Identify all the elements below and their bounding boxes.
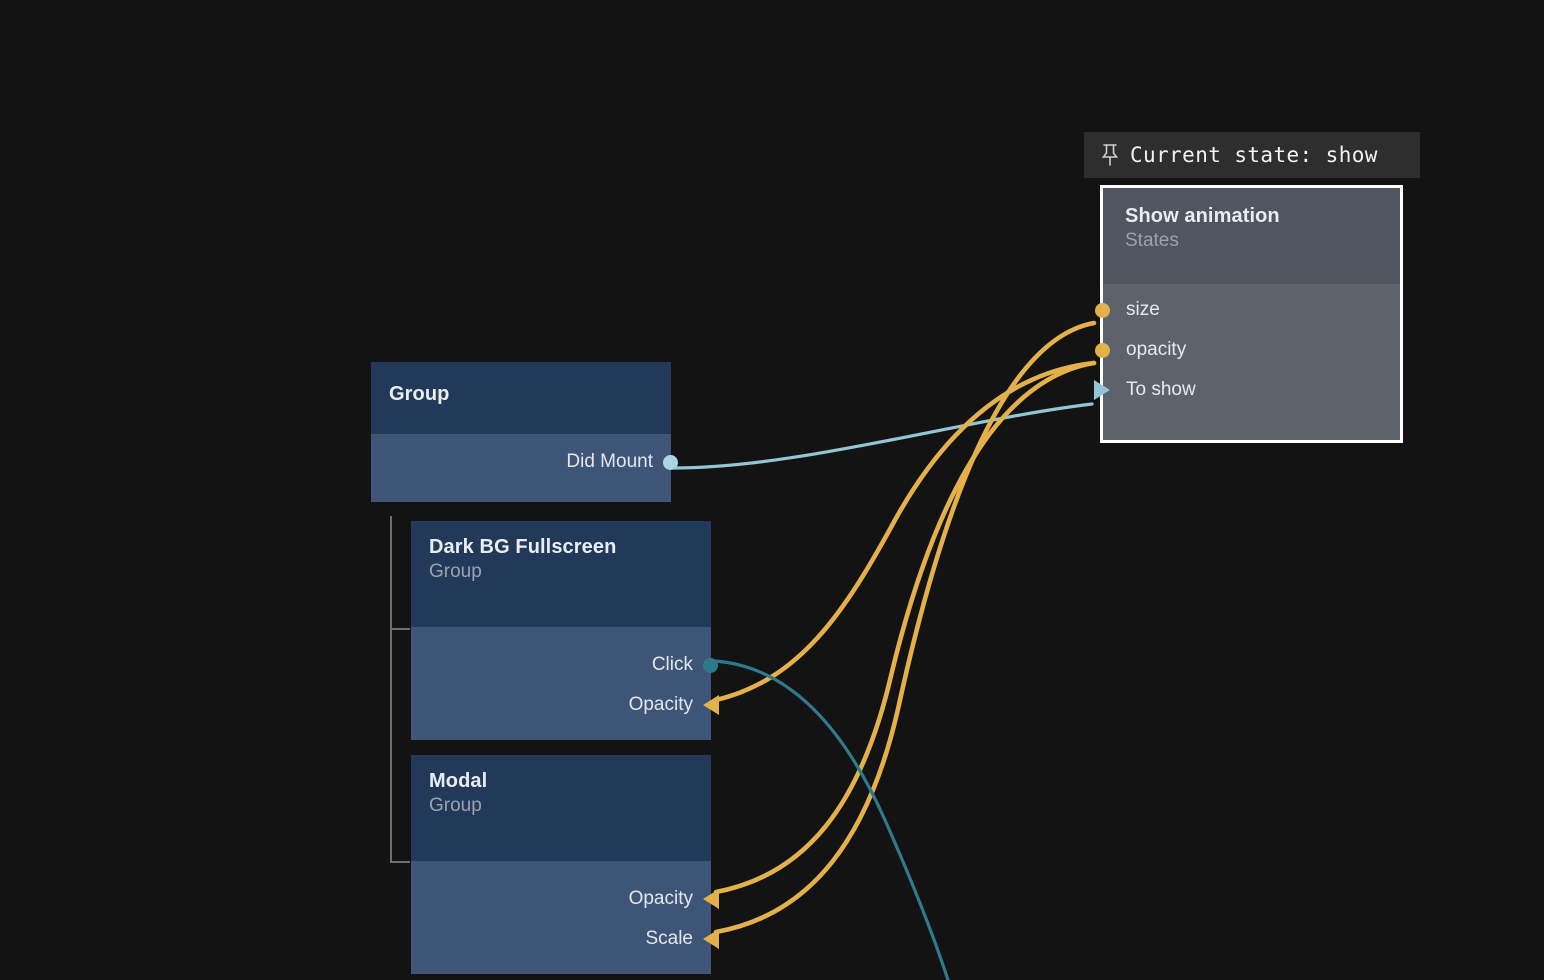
node-modal[interactable]: Modal Group Opacity Scale bbox=[411, 755, 719, 974]
port-label-did-mount: Did Mount bbox=[566, 451, 653, 472]
edge-opacity-to-darkbg-opacity bbox=[713, 360, 1097, 703]
node-dark-bg-fullscreen-body[interactable]: Click Opacity bbox=[411, 627, 719, 740]
edge-did-mount-to-show bbox=[671, 402, 1094, 470]
node-dark-bg-fullscreen-header[interactable]: Dark BG Fullscreen Group bbox=[411, 521, 711, 627]
port-label-modal-opacity: Opacity bbox=[628, 888, 693, 909]
node-show-animation-header[interactable]: Show animation States bbox=[1103, 188, 1400, 284]
edge-opacity-to-modal-opacity bbox=[713, 360, 1097, 895]
port-dot-did-mount[interactable] bbox=[663, 455, 678, 470]
node-modal-header[interactable]: Modal Group bbox=[411, 755, 711, 861]
port-row-size[interactable]: size bbox=[1095, 290, 1400, 330]
port-label-click: Click bbox=[651, 654, 693, 675]
node-group-title: Group bbox=[389, 383, 450, 405]
node-modal-body[interactable]: Opacity Scale bbox=[411, 861, 719, 974]
node-dark-bg-fullscreen-title: Dark BG Fullscreen bbox=[429, 536, 617, 558]
tree-guide-stub-modal bbox=[390, 861, 410, 863]
port-arrow-modal-opacity[interactable] bbox=[703, 889, 719, 909]
port-dot-opacity[interactable] bbox=[1095, 343, 1110, 358]
port-label-to-show: To show bbox=[1126, 379, 1196, 400]
port-dot-click[interactable] bbox=[703, 658, 718, 673]
port-arrow-darkbg-opacity[interactable] bbox=[703, 695, 719, 715]
node-dark-bg-fullscreen-subtitle: Group bbox=[429, 561, 482, 582]
node-modal-subtitle: Group bbox=[429, 795, 482, 816]
pin-icon bbox=[1100, 143, 1120, 167]
node-group-header[interactable]: Group bbox=[371, 362, 671, 434]
port-row-modal-opacity[interactable]: Opacity bbox=[411, 879, 719, 919]
node-show-animation-title: Show animation bbox=[1125, 205, 1280, 227]
node-dark-bg-fullscreen[interactable]: Dark BG Fullscreen Group Click Opacity bbox=[411, 521, 719, 740]
port-row-darkbg-opacity[interactable]: Opacity bbox=[411, 685, 719, 725]
port-row-click[interactable]: Click bbox=[411, 645, 718, 685]
node-show-animation-subtitle: States bbox=[1125, 230, 1179, 251]
port-row-opacity[interactable]: opacity bbox=[1095, 330, 1400, 370]
node-group-body[interactable]: Did Mount bbox=[371, 434, 678, 502]
current-state-text: Current state: show bbox=[1130, 143, 1378, 167]
tree-guide-stub-darkbg bbox=[390, 628, 410, 630]
port-label-modal-scale: Scale bbox=[645, 928, 693, 949]
port-label-darkbg-opacity: Opacity bbox=[628, 694, 693, 715]
edge-size-to-modal-scale bbox=[713, 320, 1097, 935]
node-show-animation[interactable]: Show animation States size opacity To sh… bbox=[1094, 185, 1403, 443]
port-row-did-mount[interactable]: Did Mount bbox=[371, 442, 678, 482]
port-arrow-modal-scale[interactable] bbox=[703, 929, 719, 949]
port-label-size: size bbox=[1126, 299, 1160, 320]
port-arrow-to-show[interactable] bbox=[1094, 380, 1110, 400]
tree-guide-vertical bbox=[390, 516, 392, 863]
port-label-opacity: opacity bbox=[1126, 339, 1187, 360]
port-dot-size[interactable] bbox=[1095, 303, 1110, 318]
port-row-to-show[interactable]: To show bbox=[1094, 370, 1400, 410]
node-modal-title: Modal bbox=[429, 770, 488, 792]
edge-click-out bbox=[712, 659, 950, 980]
port-row-modal-scale[interactable]: Scale bbox=[411, 919, 719, 959]
node-group[interactable]: Group Did Mount bbox=[371, 362, 678, 502]
current-state-badge[interactable]: Current state: show bbox=[1084, 132, 1420, 178]
node-show-animation-body[interactable]: size opacity To show bbox=[1094, 284, 1400, 440]
